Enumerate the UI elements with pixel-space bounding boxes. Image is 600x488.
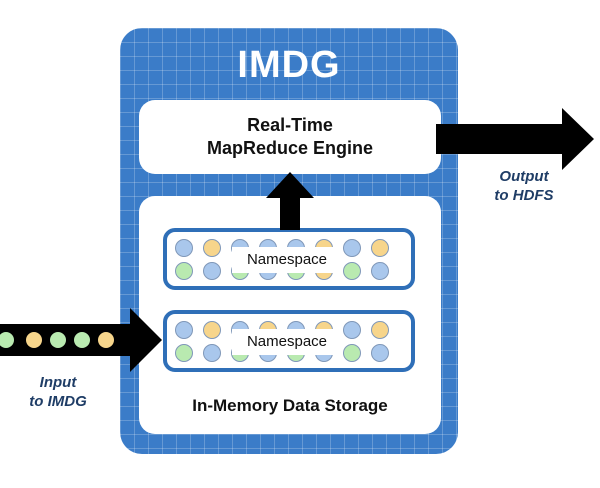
imdg-title: IMDG	[237, 44, 341, 86]
data-dot	[175, 344, 193, 362]
output-arrow	[436, 108, 594, 170]
input-data-dot	[74, 332, 90, 348]
up-arrow	[266, 172, 314, 230]
data-dot	[203, 262, 221, 280]
data-dot	[371, 239, 389, 257]
output-line-1: Output	[499, 168, 549, 185]
data-dot	[175, 239, 193, 257]
storage-label: In-Memory Data Storage	[192, 396, 388, 415]
data-dot	[371, 321, 389, 339]
engine-line-1: Real-Time	[247, 115, 333, 135]
input-label: Input to IMDG	[18, 373, 98, 411]
namespace-label-2: Namespace	[232, 329, 342, 355]
data-dot	[371, 262, 389, 280]
data-dot	[343, 321, 361, 339]
input-line-1: Input	[39, 374, 77, 391]
mapreduce-engine-box	[139, 100, 441, 174]
data-dot	[203, 344, 221, 362]
input-data-dot	[50, 332, 66, 348]
output-label: Output to HDFS	[478, 167, 570, 205]
data-dot	[175, 262, 193, 280]
namespace-label-1: Namespace	[232, 247, 342, 273]
input-data-dot	[98, 332, 114, 348]
data-dot	[371, 344, 389, 362]
data-dot	[343, 344, 361, 362]
data-dot	[175, 321, 193, 339]
engine-line-2: MapReduce Engine	[206, 138, 374, 158]
data-dot	[203, 321, 221, 339]
input-line-2: to IMDG	[29, 393, 87, 410]
data-dot	[203, 239, 221, 257]
mapreduce-engine-label: Real-Time MapReduce Engine	[139, 114, 441, 160]
input-data-dot	[0, 332, 14, 348]
output-line-2: to HDFS	[494, 187, 554, 204]
data-dot	[343, 239, 361, 257]
input-data-dot	[26, 332, 42, 348]
data-dot	[343, 262, 361, 280]
